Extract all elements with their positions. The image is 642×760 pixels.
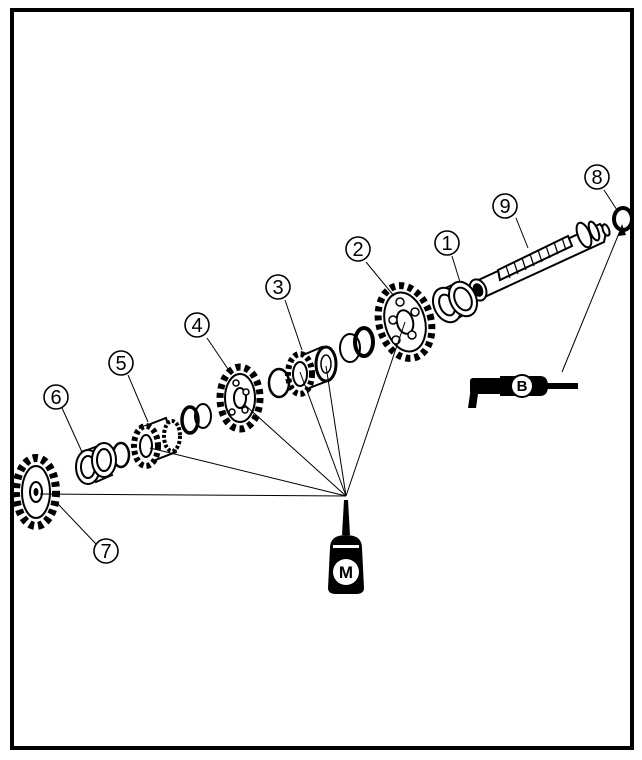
washer-b [267, 367, 291, 399]
callout-4-label: 4 [191, 315, 202, 337]
circlip-8 [612, 206, 634, 232]
callout-3-label: 3 [272, 277, 283, 299]
bushing-1 [431, 280, 479, 324]
callout-3: 3 [265, 274, 291, 300]
grease-arrow-head [618, 224, 626, 236]
gear-3 [285, 345, 338, 397]
callout-2-label: 2 [352, 239, 363, 261]
callout-7: 7 [93, 538, 119, 564]
callout-6-label: 6 [50, 387, 61, 409]
gear-5 [131, 416, 182, 469]
callout-1: 1 [434, 230, 460, 256]
bushing-6 [75, 442, 117, 485]
oil-can-letter: M [339, 563, 353, 582]
oil-can-icon: M [328, 500, 364, 594]
gear-7 [12, 454, 60, 530]
grease-gun-letter: B [517, 378, 528, 395]
callout-8: 8 [584, 164, 610, 190]
washer-circlip-a [339, 326, 375, 363]
main-shaft [468, 220, 611, 302]
washer-circlip-c [180, 403, 212, 435]
callout-9-label: 9 [499, 196, 510, 218]
callout-6: 6 [43, 384, 69, 410]
callout-5-label: 5 [115, 353, 126, 375]
callout-2: 2 [345, 236, 371, 262]
callout-8-label: 8 [591, 167, 602, 189]
callout-5: 5 [108, 350, 134, 376]
grease-gun-icon: B [468, 374, 578, 408]
callout-4: 4 [184, 312, 210, 338]
callout-9: 9 [492, 193, 518, 219]
gear-4 [216, 363, 264, 433]
callout-7-label: 7 [100, 541, 111, 563]
leader-lines [39, 189, 623, 545]
callout-1-label: 1 [441, 233, 452, 255]
